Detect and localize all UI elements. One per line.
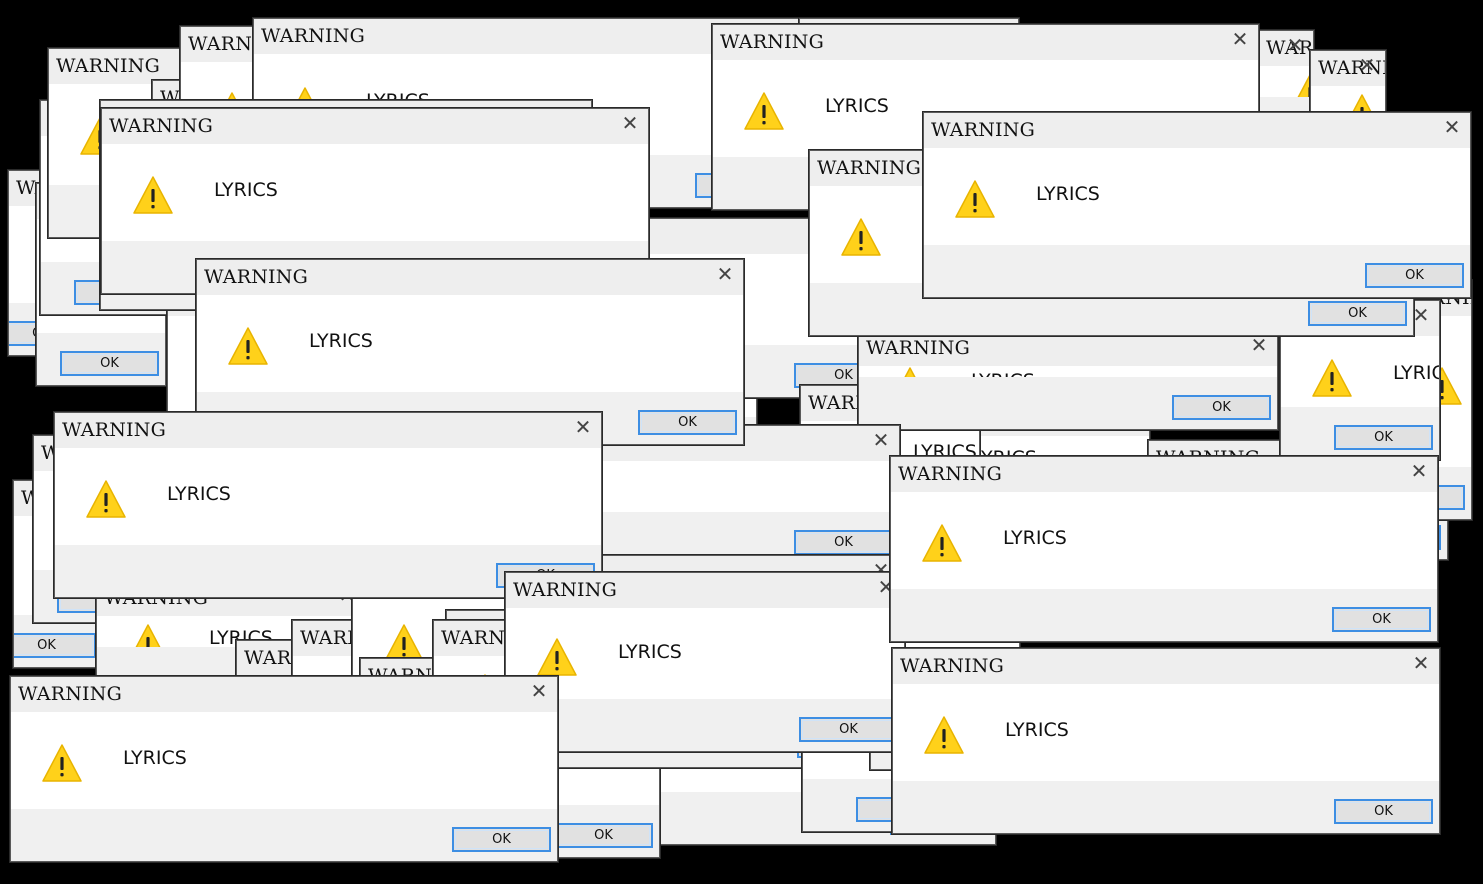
ok-button[interactable]: OK	[794, 530, 893, 555]
close-icon[interactable]: ✕	[1410, 459, 1428, 483]
dialog-message: LYRICS	[214, 179, 278, 201]
warning-dialog[interactable]: WARNING ✕ LYRICS OK	[858, 330, 1278, 430]
ok-button[interactable]: OK	[1334, 425, 1433, 450]
ok-button[interactable]: OK	[1365, 263, 1464, 288]
dialog-titlebar[interactable]: WARNING ✕	[713, 25, 1258, 60]
dialog-footer: OK	[11, 809, 557, 861]
ok-button[interactable]: OK	[452, 827, 551, 852]
ok-button[interactable]: OK	[799, 717, 898, 742]
ok-button[interactable]: OK	[1334, 799, 1433, 824]
warning-icon	[86, 480, 126, 518]
close-icon[interactable]: ✕	[1443, 115, 1461, 139]
ok-button[interactable]: OK	[1172, 395, 1271, 420]
dialog-footer: OK	[924, 245, 1470, 297]
ok-button[interactable]: OK	[1332, 607, 1431, 632]
dialog-titlebar[interactable]: WARNING ✕	[55, 413, 601, 448]
dialog-titlebar[interactable]: WARNING ✕	[1311, 51, 1385, 86]
dialog-message: LYRICS	[1003, 527, 1067, 549]
dialog-titlebar[interactable]: WARNING ✕	[859, 331, 1277, 366]
warning-icon	[924, 716, 964, 754]
dialog-titlebar[interactable]: WARNING ✕	[924, 113, 1470, 148]
dialog-footer: OK	[1281, 407, 1439, 459]
dialog-message: LYRICS	[1005, 719, 1069, 741]
dialog-footer: OK	[506, 699, 904, 751]
dialog-footer: OK	[891, 589, 1437, 641]
dialog-message: LYRICS	[1036, 183, 1100, 205]
dialog-title: WARNING	[931, 119, 1035, 141]
dialog-title: WARNING	[1318, 57, 1385, 79]
warning-icon	[133, 176, 173, 214]
dialog-title: WARNING	[900, 655, 1004, 677]
dialog-title: WARNING	[720, 31, 824, 53]
dialog-footer: OK	[859, 377, 1277, 429]
dialog-title: WARNING	[898, 463, 1002, 485]
warning-icon	[744, 92, 784, 130]
warning-dialog[interactable]: WARNING ✕ LYRICS OK	[54, 412, 602, 598]
warning-icon	[841, 218, 881, 256]
warning-icon	[42, 744, 82, 782]
dialog-titlebar[interactable]: WARNING ✕	[891, 457, 1437, 492]
warning-dialog[interactable]: WARNING ✕ LYRICS OK	[892, 648, 1440, 834]
ok-button[interactable]: OK	[638, 410, 737, 435]
warning-dialog[interactable]: WARNING ✕ LYRICS OK	[923, 112, 1471, 298]
dialog-title: WARNING	[513, 579, 617, 601]
dialog-titlebar[interactable]: WARNING ✕	[11, 677, 557, 712]
dialog-titlebar[interactable]: WARNING ✕	[102, 109, 648, 144]
ok-button[interactable]: OK	[554, 823, 653, 848]
close-icon[interactable]: ✕	[1231, 27, 1249, 51]
dialog-title: WARNING	[261, 25, 365, 47]
dialog-message: LYRICS	[1393, 362, 1439, 384]
warning-dialog[interactable]: WARNING ✕ LYRICS OK	[10, 676, 558, 862]
dialog-titlebar[interactable]: WARNING ✕	[1259, 31, 1313, 66]
warning-icon	[922, 524, 962, 562]
dialog-message: LYRICS	[309, 330, 373, 352]
dialog-titlebar[interactable]: WARNING ✕	[506, 573, 904, 608]
close-icon[interactable]: ✕	[1286, 33, 1304, 57]
dialog-titlebar[interactable]: WARNING ✕	[197, 260, 743, 295]
dialog-footer: OK	[893, 781, 1439, 833]
dialog-titlebar[interactable]: WARNING ✕	[893, 649, 1439, 684]
warning-icon	[955, 180, 995, 218]
dialog-footer: OK	[14, 615, 102, 667]
dialog-title: WARNING	[62, 419, 166, 441]
close-icon[interactable]: ✕	[872, 428, 890, 452]
dialog-title: WARNING	[866, 337, 970, 359]
dialog-title: WARNING	[109, 115, 213, 137]
warning-dialog[interactable]: WARNING ✕ LYRICS OK	[505, 572, 905, 752]
dialog-message: LYRICS	[167, 483, 231, 505]
dialog-message: LYRICS	[123, 747, 187, 769]
dialog-message: LYRICS	[618, 641, 682, 663]
ok-button[interactable]: OK	[1308, 301, 1407, 326]
dialog-message: LYRICS	[825, 95, 889, 117]
warning-icon	[228, 327, 268, 365]
close-icon[interactable]: ✕	[621, 111, 639, 135]
dialog-title: WARNING	[204, 266, 308, 288]
close-icon[interactable]: ✕	[1250, 333, 1268, 357]
close-icon[interactable]: ✕	[574, 415, 592, 439]
dialog-title: WARNING	[1266, 37, 1314, 59]
close-icon[interactable]: ✕	[1358, 53, 1376, 77]
dialog-title: WARNING	[817, 157, 921, 179]
warning-icon	[1312, 359, 1352, 397]
ok-button[interactable]: OK	[14, 633, 96, 658]
close-icon[interactable]: ✕	[716, 262, 734, 286]
warning-icon	[537, 638, 577, 676]
warning-icon	[384, 624, 424, 662]
dialog-footer: OK	[37, 333, 165, 385]
close-icon[interactable]: ✕	[530, 679, 548, 703]
close-icon[interactable]: ✕	[1412, 303, 1430, 327]
warning-dialog[interactable]: WARNING ✕ LYRICS OK	[890, 456, 1438, 642]
dialog-title: WARNING	[18, 683, 122, 705]
ok-button[interactable]: OK	[60, 351, 159, 376]
close-icon[interactable]: ✕	[1412, 651, 1430, 675]
dialog-titlebar[interactable]: WARNING ✕	[254, 19, 800, 54]
dialog-title: WARNING	[56, 55, 160, 77]
